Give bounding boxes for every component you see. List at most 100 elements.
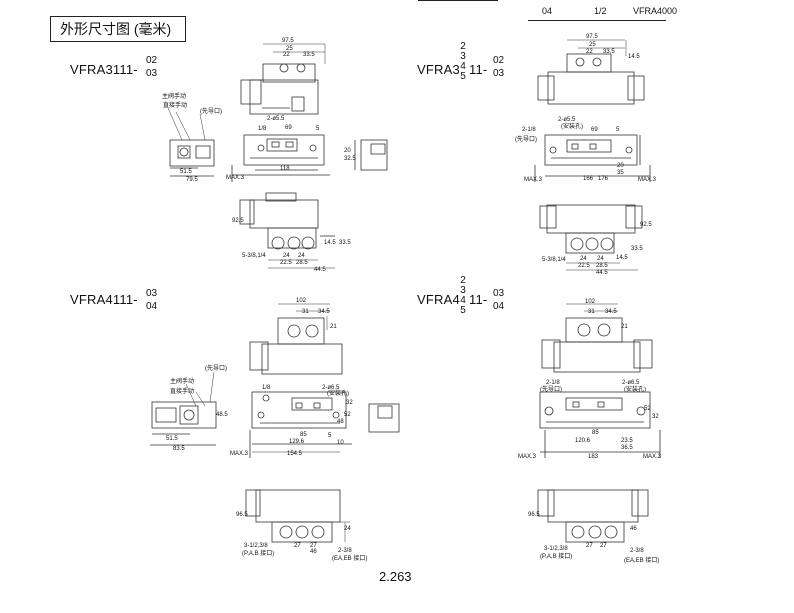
max-label-right: MAX.3: [638, 177, 657, 183]
drawing-vfra3111-front-view: 2-ø5.5 69 1/8 5 118 MAX.3: [226, 116, 330, 182]
stack-digit: 3: [460, 285, 466, 296]
max-label-right: MAX.3: [643, 454, 662, 460]
annotation-direct-manual: 直接手动: [170, 387, 194, 395]
dim-label: 22: [283, 52, 290, 58]
annotation-main-manual: 主阀手动: [170, 377, 194, 385]
dim-label: 34.5: [318, 309, 330, 315]
dim-label: 24: [344, 526, 351, 532]
drawing-vfra3111-top-view: 97.5 25 22 33.5: [240, 38, 326, 115]
dim-label: 96.5: [236, 512, 248, 518]
stack-digit: 2: [460, 275, 466, 286]
dim-label: 24: [298, 253, 305, 259]
suffix-vfra3x11-a: 02: [493, 55, 505, 66]
dim-label: 22.5: [578, 263, 590, 269]
dim-label: 27: [294, 543, 301, 549]
dim-label: 25: [589, 42, 596, 48]
drawing-vfra3x11-bottom-view: 92.5 5-3/8,1/4 24 24 22.5 28.5 44.5 14.5…: [539, 204, 652, 276]
dim-label: 69: [591, 127, 598, 133]
max-label: MAX.3: [226, 175, 245, 181]
dim-label: 5: [616, 127, 620, 133]
dim-label: 32.5: [344, 156, 356, 162]
dim-label: 28.5: [596, 263, 608, 269]
annotation-ports-eaeb: (EA,EB 接口): [624, 556, 659, 564]
annotation-main-manual: 主阀手动: [162, 92, 186, 100]
suffix-vfra3111-a: 02: [146, 55, 158, 66]
dim-label: 52: [344, 412, 351, 418]
dim-label: 32: [652, 414, 659, 420]
dim-label: 33.5: [631, 246, 643, 252]
dim-label: 10: [337, 440, 344, 446]
annotation-mount-hole: (安装孔): [327, 389, 349, 397]
dim-label: 83.5: [173, 446, 185, 452]
stack-digit: 4: [460, 295, 466, 306]
model-vfra3x11-prefix: VFRA3: [417, 62, 460, 77]
dim-label: 22: [586, 49, 593, 55]
model-vfra4x11-stack: 2 3 4 5: [458, 276, 468, 316]
dim-label: 20: [344, 148, 351, 154]
suffix-vfra3111-b: 03: [146, 68, 158, 79]
model-vfra3x11-suffix: 11-: [469, 62, 488, 77]
dim-label: 2-ø6.5: [622, 380, 640, 386]
dim-label: 120.6: [575, 438, 591, 444]
dim-label: 14.5: [616, 255, 628, 261]
drawing-vfra4111-front-view: 1/8 2-ø6.5 (安装孔) 52 48 32 129.6 154.5 85…: [230, 385, 353, 458]
dim-label: 102: [585, 299, 596, 305]
dim-label: 33.5: [339, 240, 351, 246]
dim-label: 24: [597, 256, 604, 262]
dim-label: 25: [286, 46, 293, 52]
drawing-vfra3x11-front-view: 2-1/8 (先导口) 2-ø5.5 (安装孔) 69 5 166 176 20…: [515, 117, 657, 183]
max-label-left: MAX.3: [524, 177, 543, 183]
drawing-vfra3111-end-view: 32.5 20: [344, 139, 388, 171]
annotation-pilot-port: (先导口): [515, 135, 537, 143]
dim-label: 46: [630, 526, 637, 532]
annotation-direct-manual: 直接手动: [163, 101, 187, 109]
dim-label: 24: [283, 253, 290, 259]
dim-label: 14.5: [628, 54, 640, 60]
dim-label: 154.5: [287, 451, 303, 457]
drawing-vfra3111-bottom-view: 92.5 5-3/8,1/4 24 24 22.5 28.5 44.5 14.5…: [232, 192, 351, 273]
drawing-vfra4x11-front-view: 2-1/8 (先导口) 2-ø6.5 (安装孔) 52 32 120.6 183…: [518, 380, 662, 460]
dim-label: 27: [586, 543, 593, 549]
dim-label: 48: [337, 419, 344, 425]
model-vfra3111: VFRA3111-: [70, 62, 138, 77]
dim-label: 5-3/8,1/4: [242, 253, 266, 259]
annotation-ports-ab: (P,A,B 接口): [242, 549, 274, 557]
suffix-vfra4x11-a: 03: [493, 288, 505, 299]
dim-label: 33.5: [303, 52, 315, 58]
dim-label: 27: [310, 543, 317, 549]
annotation-ports-ab: (P,A,B 接口): [540, 552, 572, 560]
dim-label: 33.5: [603, 49, 615, 55]
dim-label: 2-1/8: [522, 127, 536, 133]
drawing-vfra4111-end-view: [368, 403, 400, 433]
dim-label: 2-ø5.5: [558, 117, 576, 123]
dim-label: 21: [621, 324, 628, 330]
dim-label: 31: [588, 309, 595, 315]
suffix-vfra3x11-b: 03: [493, 68, 505, 79]
table-port: 1/2: [594, 6, 607, 16]
suffix-vfra4x11-b: 04: [493, 301, 505, 312]
page-number: 2.263: [379, 569, 412, 584]
dim-label: 92.5: [640, 222, 652, 228]
dim-label: 51.5: [180, 169, 192, 175]
dim-label: 2-ø6.5: [322, 385, 340, 391]
dim-label: 79.5: [186, 177, 198, 183]
stack-digit: 5: [460, 305, 466, 316]
dim-label: 36.5: [621, 445, 633, 451]
dim-label: 32: [346, 400, 353, 406]
dim-label: 118: [280, 166, 290, 172]
dim-label: 28.5: [296, 260, 308, 266]
dim-label: 23.5: [621, 438, 633, 444]
model-vfra3x11-stack: 2 3 4 5: [458, 42, 468, 82]
drawing-vfra4111-side-view: 主阀手动 直接手动 (先导口) 51.5 83.5 48.5: [150, 364, 228, 452]
dim-label: 48.5: [216, 412, 228, 418]
dim-label: 1/8: [262, 385, 271, 391]
dim-label: 51.5: [166, 436, 178, 442]
dim-label: 2-3/8: [630, 548, 644, 554]
table-model: VFRA4000: [633, 6, 678, 16]
dim-label: 21: [330, 324, 337, 330]
dim-label: 5-3/8,1/4: [542, 257, 566, 263]
annotation-mount-hole: (安装孔): [624, 385, 646, 393]
annotation-pilot-port: (先导口): [205, 364, 227, 372]
